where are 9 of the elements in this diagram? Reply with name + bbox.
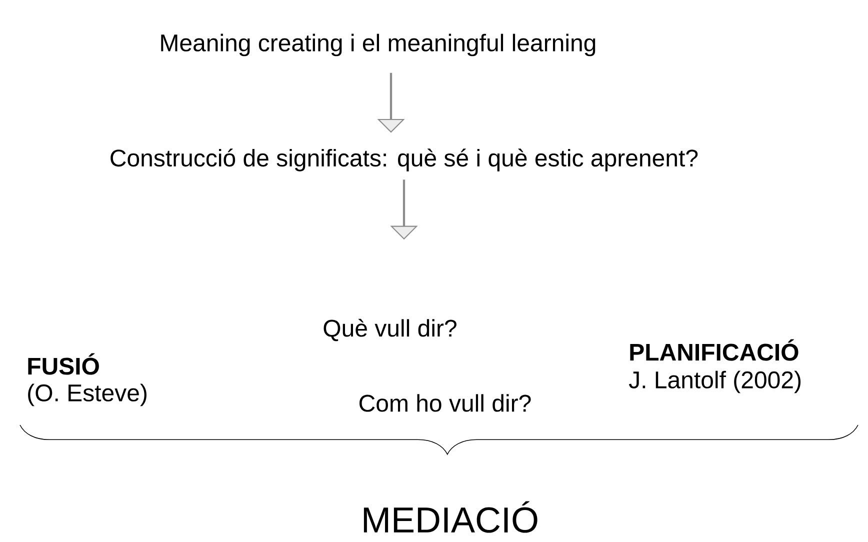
text-label: (O. Esteve) <box>28 384 146 406</box>
text-label: Què vull dir? <box>324 318 456 342</box>
text-label: J. Lantolf (2002) <box>628 370 800 394</box>
text-label: FUSIÓ <box>28 353 99 375</box>
text-label: Meaning creating i el meaningful learning <box>161 34 596 56</box>
text-label: MEDIACIÓ <box>364 501 538 533</box>
text-label: Construcció de significats: què sé i què estic aprenent? <box>110 148 698 172</box>
text-label: PLANIFICACIÓ <box>630 339 798 361</box>
text-label: Com ho vull dir? <box>360 394 531 412</box>
